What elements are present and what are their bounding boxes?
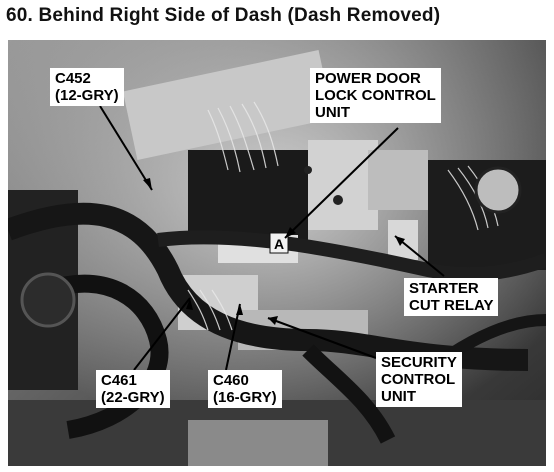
callout-starter-cut-relay: STARTER CUT RELAY — [404, 278, 499, 316]
callout-c452-line2: (12-GRY) — [55, 87, 119, 104]
callout-starter-line2: CUT RELAY — [409, 297, 494, 314]
callout-c461-line2: (22-GRY) — [101, 389, 165, 406]
connector-letter-a: A — [274, 236, 284, 252]
callout-c452: C452 (12-GRY) — [50, 68, 124, 106]
callout-security-line1: SECURITY — [381, 354, 457, 371]
callout-c460-line2: (16-GRY) — [213, 389, 277, 406]
callout-c460-line1: C460 — [213, 372, 249, 389]
callout-security-control-unit: SECURITY CONTROL UNIT — [376, 352, 462, 407]
page-title: 60. Behind Right Side of Dash (Dash Remo… — [6, 5, 441, 26]
callout-power-door-lock-control-unit: POWER DOOR LOCK CONTROL UNIT — [310, 68, 441, 123]
callout-pdlcu-line1: POWER DOOR — [315, 70, 421, 87]
callout-security-line2: CONTROL — [381, 371, 456, 388]
callout-c452-line1: C452 — [55, 70, 91, 87]
callout-pdlcu-line2: LOCK CONTROL — [315, 87, 436, 104]
callout-c461: C461 (22-GRY) — [96, 370, 170, 408]
callout-c460: C460 (16-GRY) — [208, 370, 282, 408]
callout-c461-line1: C461 — [101, 372, 137, 389]
callout-starter-line1: STARTER — [409, 280, 479, 297]
callout-pdlcu-line3: UNIT — [315, 104, 350, 121]
callout-security-line3: UNIT — [381, 388, 416, 405]
